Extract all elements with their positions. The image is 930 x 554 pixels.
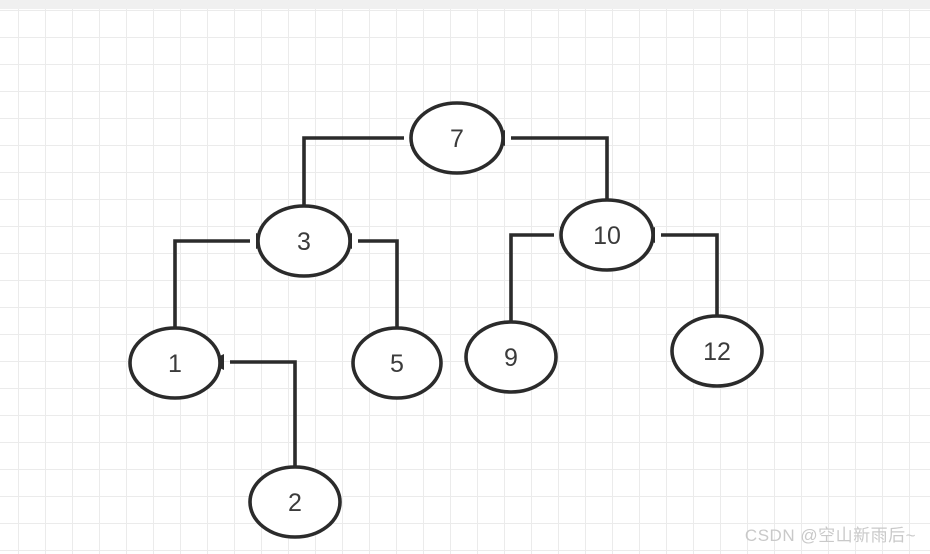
edge-line: [302, 136, 404, 206]
node-10[interactable]: 10: [559, 198, 655, 272]
node-1[interactable]: 1: [128, 326, 222, 400]
node-shape[interactable]: [559, 198, 655, 272]
csdn-watermark: CSDN @空山新雨后~: [744, 526, 916, 545]
node-label: 10: [593, 222, 621, 250]
node-shape[interactable]: [128, 326, 222, 400]
node-shape[interactable]: [351, 326, 443, 400]
node-label: 2: [288, 489, 302, 517]
node-shape[interactable]: [256, 204, 352, 278]
edge-line: [661, 233, 719, 316]
edge-line: [511, 136, 609, 200]
edge-line: [509, 233, 554, 322]
edge-10-to-7: [488, 130, 609, 200]
node-3[interactable]: 3: [256, 204, 352, 278]
node-label: 12: [703, 338, 731, 366]
node-shape[interactable]: [670, 314, 764, 388]
edge-line: [173, 239, 250, 328]
edge-line: [358, 239, 399, 328]
top-strip: [0, 0, 930, 9]
node-shape[interactable]: [464, 320, 558, 394]
edges-layer: [173, 130, 719, 467]
node-label: 9: [504, 344, 518, 372]
node-shape[interactable]: [248, 465, 342, 539]
nodes-layer: 7 3 10 1 5 9 12 2: [128, 101, 764, 539]
node-label: 5: [390, 350, 404, 378]
edge-3-to-7: [302, 130, 427, 206]
node-shape[interactable]: [409, 101, 505, 175]
node-label: 1: [168, 350, 182, 378]
node-label: 3: [297, 228, 311, 256]
node-12[interactable]: 12: [670, 314, 764, 388]
edge-line: [230, 360, 297, 467]
node-9[interactable]: 9: [464, 320, 558, 394]
node-5[interactable]: 5: [351, 326, 443, 400]
node-7[interactable]: 7: [409, 101, 505, 175]
node-label: 7: [450, 125, 464, 153]
node-2[interactable]: 2: [248, 465, 342, 539]
